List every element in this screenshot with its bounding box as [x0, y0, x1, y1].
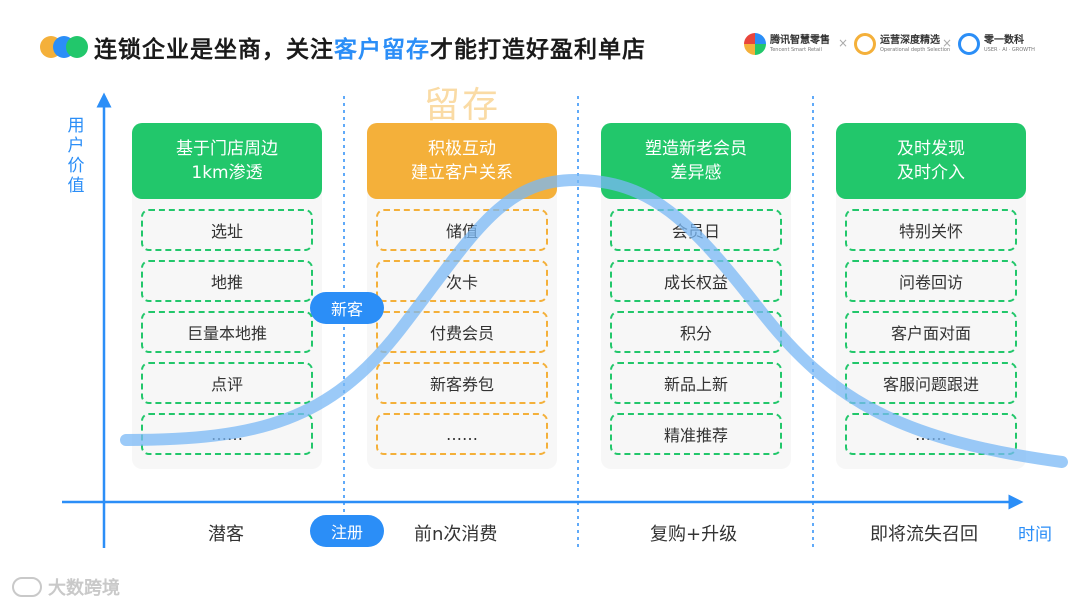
stage-header-line: 基于门店周边	[176, 139, 278, 159]
logo-separator: ×	[838, 36, 849, 50]
stage-header-line: 建立客户关系	[411, 163, 513, 183]
new-customer-pill: 新客	[310, 292, 384, 324]
tencent-logo-subtext: Tencent Smart Retail	[770, 46, 822, 53]
title-highlight: 客户留存	[334, 37, 430, 63]
phase-label: 复购+升级	[650, 524, 738, 545]
tencent-logo-text: 腾讯智慧零售	[770, 34, 830, 46]
tactic-item: 付费会员	[376, 311, 548, 353]
stage-header: 塑造新老会员 差异感	[601, 123, 791, 199]
tactic-item: 新客券包	[376, 362, 548, 404]
brand-logo-icon	[12, 577, 42, 597]
stage-header-line: 塑造新老会员	[645, 139, 747, 159]
stage-header: 及时发现 及时介入	[836, 123, 1026, 199]
brand-text: 大数跨境	[48, 578, 120, 599]
yunying-logo-subtext: Operational depth Selection	[880, 46, 951, 53]
page-title: 连锁企业是坐商，关注客户留存才能打造好盈利单店	[94, 30, 646, 64]
stage-header-line: 积极互动	[428, 139, 496, 159]
tactic-item: 会员日	[610, 209, 782, 251]
stage-header: 积极互动 建立客户关系	[367, 123, 557, 199]
stage-header-line: 差异感	[670, 163, 722, 183]
lingyi-logo: 零一数科 USER · AI · GROWTH	[958, 30, 1035, 58]
tactic-item: 次卡	[376, 260, 548, 302]
stage-header-line: 及时发现	[897, 139, 965, 159]
stage-header-line: 1km渗透	[191, 163, 263, 183]
stage-column-acquire: 基于门店周边 1km渗透 选址 地推 巨量本地推 点评 ……	[132, 123, 322, 469]
tactic-item: ……	[376, 413, 548, 455]
stage-column-relationship: 积极互动 建立客户关系 储值 次卡 付费会员 新客券包 ……	[367, 123, 557, 469]
tactic-item: 特别关怀	[845, 209, 1017, 251]
logo-separator: ×	[942, 36, 953, 50]
lingyi-logo-subtext: USER · AI · GROWTH	[984, 46, 1035, 53]
register-pill: 注册	[310, 515, 384, 547]
tactic-item: 巨量本地推	[141, 311, 313, 353]
tactic-item: 客户面对面	[845, 311, 1017, 353]
yunying-logo-text: 运营深度精选	[880, 34, 940, 46]
title-after: 才能打造好盈利单店	[430, 37, 646, 63]
stage-header-line: 及时介入	[897, 163, 965, 183]
phase-label: 即将流失召回	[870, 524, 978, 545]
tactic-item: 点评	[141, 362, 313, 404]
tactic-item: 积分	[610, 311, 782, 353]
tactic-item: 精准推荐	[610, 413, 782, 455]
tencent-logo-icon	[744, 33, 766, 55]
lingyi-logo-icon	[958, 33, 980, 55]
yunying-logo-icon	[854, 33, 876, 55]
stage-column-membership: 塑造新老会员 差异感 会员日 成长权益 积分 新品上新 精准推荐	[601, 123, 791, 469]
phase-label: 潜客	[208, 524, 244, 545]
tencent-logo: 腾讯智慧零售 Tencent Smart Retail	[744, 30, 830, 58]
stage-column-winback: 及时发现 及时介入 特别关怀 问卷回访 客户面对面 客服问题跟进 ……	[836, 123, 1026, 469]
tactic-item: 成长权益	[610, 260, 782, 302]
tactic-item: 新品上新	[610, 362, 782, 404]
partner-logos: 腾讯智慧零售 Tencent Smart Retail × 运营深度精选 Ope…	[744, 30, 1044, 60]
tactic-item: 地推	[141, 260, 313, 302]
brand-watermark: 大数跨境	[12, 574, 120, 600]
phase-label: 前n次消费	[414, 524, 498, 545]
yunying-logo: 运营深度精选 Operational depth Selection	[854, 30, 950, 58]
title-before: 连锁企业是坐商，关注	[94, 37, 334, 63]
tactic-item: 问卷回访	[845, 260, 1017, 302]
stage-header: 基于门店周边 1km渗透	[132, 123, 322, 199]
tactic-item: 客服问题跟进	[845, 362, 1017, 404]
x-axis-label: 时间	[1018, 525, 1052, 545]
retention-watermark: 留存	[424, 85, 501, 126]
tactic-item: ……	[845, 413, 1017, 455]
y-axis-label: 用户价值	[67, 116, 85, 196]
tactic-item: 选址	[141, 209, 313, 251]
tactic-item: 储值	[376, 209, 548, 251]
title-dots-icon	[40, 36, 90, 58]
lingyi-logo-text: 零一数科	[984, 34, 1024, 46]
tactic-item: ……	[141, 413, 313, 455]
